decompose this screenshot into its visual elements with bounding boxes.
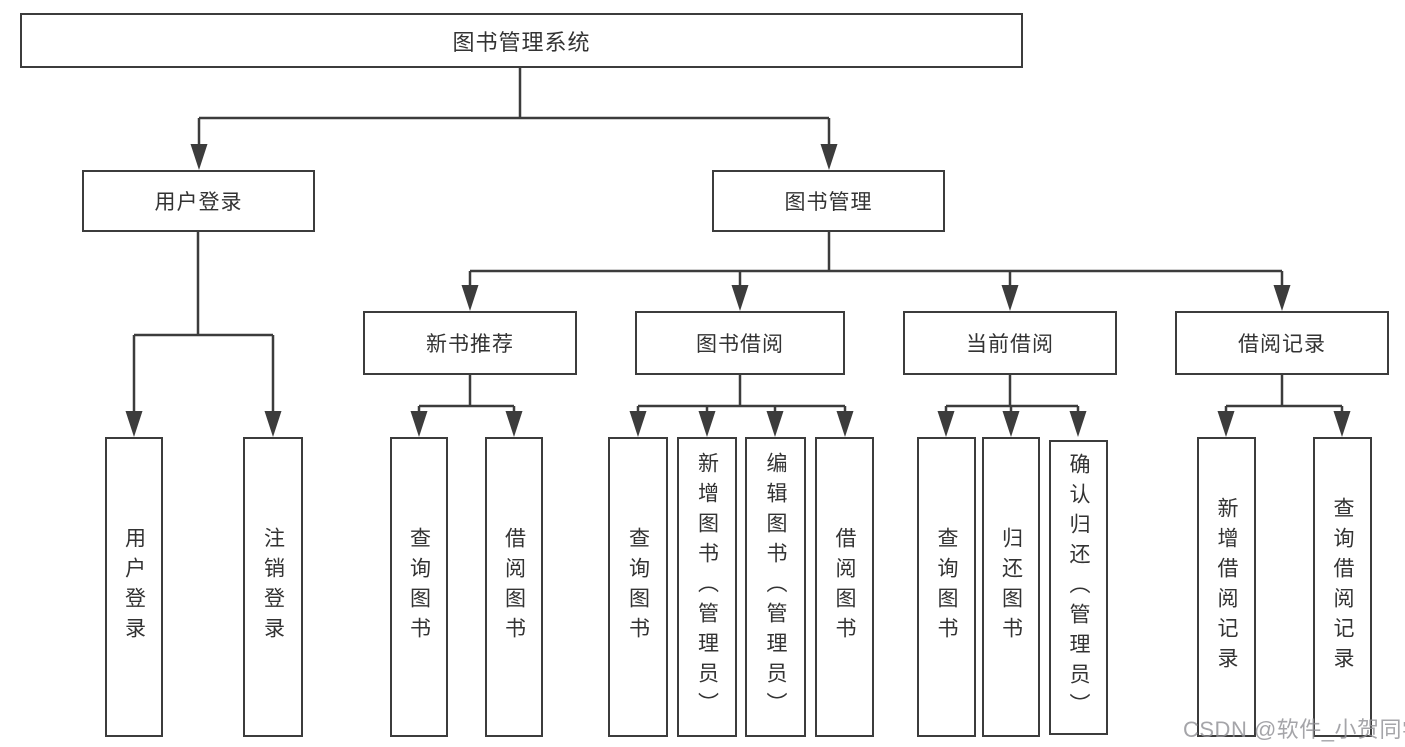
leaf-bb-add-book-label: 新增图书（管理员）: [695, 452, 719, 722]
leaf-nbr-query-book-label: 查询图书: [407, 527, 431, 647]
connector-book-management-children: [461, 232, 1291, 311]
leaf-cb-return-book: 归还图书: [982, 437, 1040, 737]
node-user-login-label: 用户登录: [154, 191, 243, 214]
node-book-management: 图书管理: [712, 170, 945, 232]
leaf-user-login-label: 用户登录: [122, 527, 146, 647]
watermark: CSDN @软件_小贺同学: [1183, 717, 1405, 742]
connector-current-borrow-children: [937, 375, 1087, 437]
node-borrow-records-label: 借阅记录: [1238, 333, 1326, 356]
leaf-cb-query-book-label: 查询图书: [935, 527, 958, 647]
leaf-nbr-query-book: 查询图书: [390, 437, 448, 737]
leaf-bb-borrow-book-label: 借阅图书: [833, 527, 856, 647]
node-root-label: 图书管理系统: [452, 29, 591, 55]
leaf-cb-confirm-return-label: 确认归还（管理员）: [1067, 452, 1090, 723]
leaf-bb-edit-book-label: 编辑图书（管理员）: [764, 452, 787, 722]
leaf-logout: 注销登录: [243, 437, 303, 737]
node-current-borrow-label: 当前借阅: [966, 333, 1054, 356]
leaf-bb-borrow-book: 借阅图书: [815, 437, 874, 737]
leaf-br-add-record-label: 新增借阅记录: [1215, 497, 1238, 677]
connector-borrow-records-children: [1217, 375, 1351, 437]
leaf-nbr-borrow-book: 借阅图书: [485, 437, 543, 737]
node-new-book-recommend: 新书推荐: [363, 311, 577, 375]
leaf-bb-query-book-label: 查询图书: [626, 527, 650, 647]
leaf-bb-add-book: 新增图书（管理员）: [677, 437, 737, 737]
leaf-br-add-record: 新增借阅记录: [1197, 437, 1256, 737]
node-book-management-label: 图书管理: [784, 191, 873, 214]
leaf-br-query-record-label: 查询借阅记录: [1331, 497, 1354, 677]
node-root: 图书管理系统: [20, 13, 1023, 68]
node-new-book-recommend-label: 新书推荐: [426, 333, 514, 356]
node-user-login: 用户登录: [82, 170, 315, 232]
connector-new-book-recommend-children: [410, 375, 523, 437]
leaf-logout-label: 注销登录: [261, 527, 285, 647]
node-book-borrow: 图书借阅: [635, 311, 845, 375]
leaf-bb-edit-book: 编辑图书（管理员）: [745, 437, 806, 737]
leaf-cb-query-book: 查询图书: [917, 437, 976, 737]
connector-root-to-level2: [190, 66, 838, 170]
node-book-borrow-label: 图书借阅: [696, 333, 784, 356]
node-current-borrow: 当前借阅: [903, 311, 1117, 375]
leaf-nbr-borrow-book-label: 借阅图书: [502, 527, 526, 647]
connector-user-login-children: [125, 232, 282, 437]
connector-book-borrow-children: [629, 375, 854, 437]
node-borrow-records: 借阅记录: [1175, 311, 1389, 375]
leaf-bb-query-book: 查询图书: [608, 437, 668, 737]
leaf-cb-return-book-label: 归还图书: [999, 527, 1023, 647]
leaf-br-query-record: 查询借阅记录: [1313, 437, 1372, 737]
leaf-cb-confirm-return: 确认归还（管理员）: [1049, 440, 1108, 735]
leaf-user-login: 用户登录: [105, 437, 163, 737]
